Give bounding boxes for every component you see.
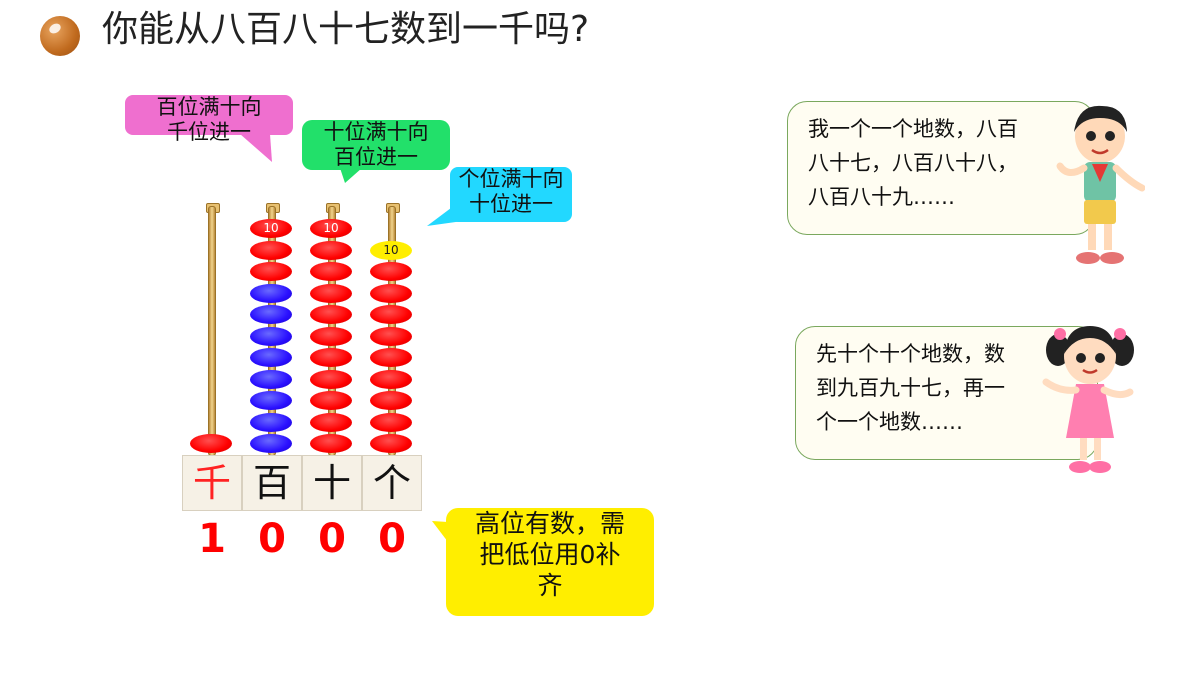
abacus-bead xyxy=(250,412,292,432)
hundreds-callout-tail xyxy=(240,134,272,162)
abacus-bead xyxy=(310,305,352,324)
boy-character-icon xyxy=(1056,105,1145,264)
abacus-bead xyxy=(370,305,412,324)
rod-thousands xyxy=(208,206,216,456)
tens-carry-callout: 十位满十向 百位进一 xyxy=(302,120,450,170)
place-label-thousands: 千 xyxy=(182,455,242,511)
speech-line: 我一个一个地数，八百 xyxy=(808,117,1018,141)
abacus-bead xyxy=(190,434,232,453)
abacus-bead xyxy=(310,412,352,432)
callout-line: 齐 xyxy=(537,571,563,600)
abacus-bead xyxy=(250,305,292,324)
abacus-bead xyxy=(370,326,412,346)
girl-character-icon xyxy=(1042,326,1134,473)
callout-line: 千位进一 xyxy=(167,120,251,144)
abacus-bead xyxy=(310,391,352,410)
abacus-bead xyxy=(370,391,412,410)
abacus-bead xyxy=(370,412,412,432)
carry-bead-label: 10 xyxy=(310,219,352,238)
digit-thousands: 1 xyxy=(198,516,226,562)
abacus-bead xyxy=(370,283,412,303)
title-bullet-icon xyxy=(40,16,80,56)
abacus-bead xyxy=(370,262,412,281)
abacus-bead xyxy=(370,348,412,367)
abacus-bead xyxy=(310,369,352,389)
abacus-bead xyxy=(310,434,352,453)
abacus-bead xyxy=(250,391,292,410)
callout-line: 个位满十向 xyxy=(458,167,564,191)
speech-line: 个一个地数…… xyxy=(816,410,963,434)
place-label-ones: 个 xyxy=(362,455,422,511)
callout-line: 十位进一 xyxy=(469,192,553,216)
abacus-bead xyxy=(370,434,412,453)
abacus-bead xyxy=(310,326,352,346)
speech-line: 先十个十个地数，数 xyxy=(816,342,1005,366)
abacus-bead xyxy=(250,262,292,281)
abacus-bead xyxy=(310,240,352,260)
place-label-tens: 十 xyxy=(302,455,362,511)
page-title: 你能从八百八十七数到一千吗? xyxy=(102,9,590,50)
boy-speech-bubble: 我一个一个地数，八百 八十七，八百八十八， 八百八十九…… xyxy=(787,101,1095,235)
carry-bead-label: 10 xyxy=(250,219,292,238)
callout-line: 百位满十向 xyxy=(156,95,262,119)
speech-line: 到九百九十七，再一 xyxy=(816,376,1005,400)
hundreds-carry-callout: 百位满十向 千位进一 xyxy=(125,95,293,144)
digit-ones: 0 xyxy=(378,516,406,562)
abacus-bead xyxy=(310,262,352,281)
abacus-bead xyxy=(250,369,292,389)
carry-bead-label: 10 xyxy=(370,240,412,260)
callout-line: 百位进一 xyxy=(334,145,418,169)
tens-callout-tail xyxy=(340,168,362,183)
abacus-bead xyxy=(250,348,292,367)
digit-tens: 0 xyxy=(318,516,346,562)
abacus-bead xyxy=(250,434,292,453)
speech-line: 八百八十九…… xyxy=(808,185,955,209)
abacus-bead xyxy=(250,326,292,346)
abacus-bead xyxy=(250,283,292,303)
callout-line: 把低位用0补 xyxy=(479,540,621,569)
abacus-bead xyxy=(370,369,412,389)
zero-fill-hint-callout: 高位有数，需 把低位用0补 齐 xyxy=(446,508,654,616)
ones-carry-callout: 个位满十向 十位进一 xyxy=(450,167,572,222)
place-label-hundreds: 百 xyxy=(242,455,302,511)
abacus-bead xyxy=(310,283,352,303)
callout-line: 高位有数，需 xyxy=(474,509,625,538)
abacus-bead xyxy=(310,348,352,367)
speech-line: 八十七，八百八十八， xyxy=(808,151,1018,175)
hint-callout-tail xyxy=(432,521,448,542)
abacus-bead xyxy=(250,240,292,260)
place-text: 千 xyxy=(192,461,231,505)
digit-hundreds: 0 xyxy=(258,516,286,562)
callout-line: 十位满十向 xyxy=(323,120,429,144)
